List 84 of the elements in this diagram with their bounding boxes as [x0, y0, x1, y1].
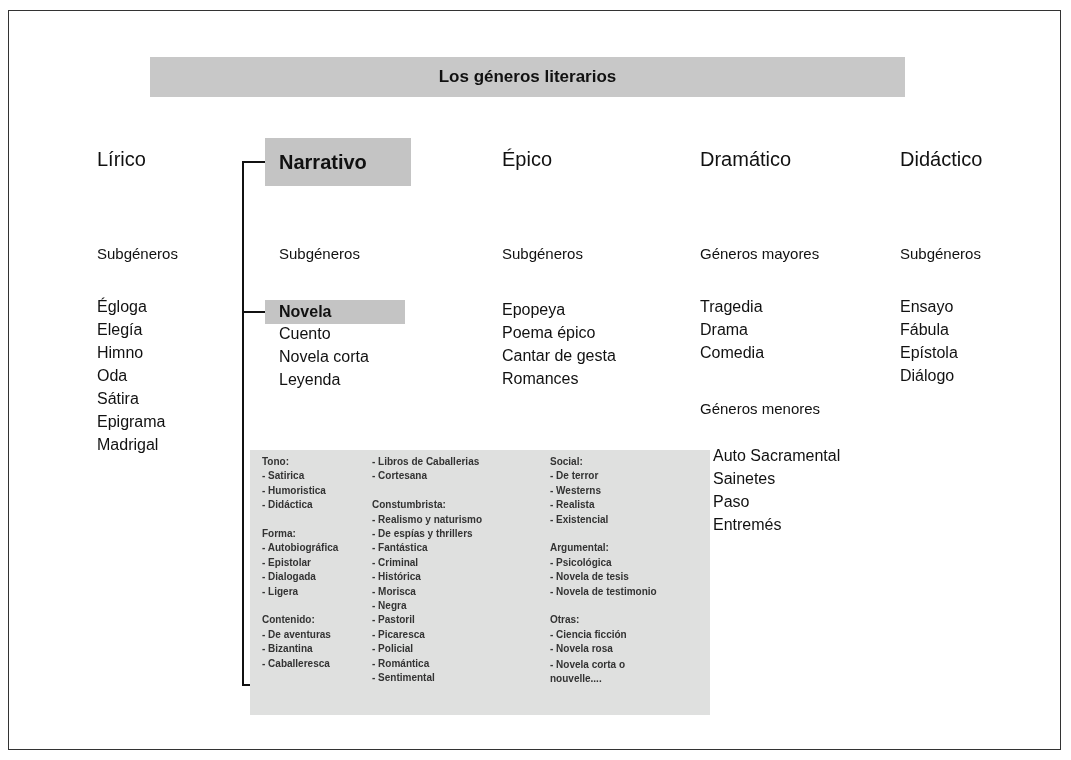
list-item: - Epistolar: [262, 556, 311, 568]
list-heading: Social:: [550, 456, 583, 467]
list-item: - Picaresca: [372, 628, 425, 640]
bracket-line: [242, 161, 266, 313]
list-item: Himno: [97, 344, 144, 362]
list-item: - Psicológica: [550, 556, 612, 568]
list-heading: Forma:: [262, 528, 296, 539]
list-item: - Libros de Caballerias: [372, 456, 480, 467]
list-item: Elegía: [97, 321, 143, 339]
list-item: - Fantástica: [372, 542, 428, 554]
list-item: - Novela de tesis: [550, 571, 629, 583]
list-item: - Novela de testimonio: [550, 585, 657, 597]
section-label: Subgéneros: [279, 245, 360, 262]
list-item: - De aventuras: [262, 628, 331, 640]
list-heading: Constumbrista:: [372, 499, 446, 511]
list-item: Sátira: [97, 390, 139, 408]
section-label: Subgéneros: [502, 245, 583, 262]
list-heading: Argumental:: [550, 542, 609, 554]
list-item: - Morisca: [372, 585, 416, 597]
list-item: - Policial: [372, 643, 414, 655]
list-item: - Didáctica: [262, 499, 313, 511]
list-item: - Ligera: [262, 585, 299, 597]
list-item: - Satirica: [262, 470, 305, 482]
section-label: Subgéneros: [97, 245, 178, 262]
list-item: Drama: [700, 321, 748, 339]
section-label: Subgéneros: [900, 245, 981, 262]
subgenre-highlight-box: [265, 300, 405, 324]
list-item: Romances: [502, 370, 579, 388]
list-item: Entremés: [713, 516, 782, 534]
genre-heading: Épico: [502, 148, 553, 171]
list-item: - Dialogada: [262, 571, 316, 583]
genre-heading: Lírico: [97, 148, 146, 171]
list-item: Comedia: [700, 344, 765, 362]
list-item: Diálogo: [900, 367, 955, 385]
list-item: - Pastoril: [372, 614, 415, 626]
list-item: Madrigal: [97, 436, 159, 454]
list-item: Cuento: [279, 325, 331, 343]
list-item: Sainetes: [713, 470, 776, 488]
list-item: Epigrama: [97, 413, 166, 431]
list-item: Epopeya: [502, 301, 566, 319]
genre-heading: Didáctico: [900, 148, 983, 171]
genre-heading: Dramático: [700, 148, 792, 171]
title-text: Los géneros literarios: [438, 67, 617, 87]
list-item: - Caballeresca: [262, 657, 330, 669]
list-item: Tragedia: [700, 298, 763, 316]
list-item: - Humoristica: [262, 484, 326, 496]
list-item: - Novela corta o nouvelle....: [550, 657, 627, 686]
list-item: - De espías y thrillers: [372, 528, 473, 539]
list-item: - Sentimental: [372, 672, 435, 683]
section-label: Géneros menores: [700, 400, 821, 417]
title-band: [150, 57, 905, 97]
list-item: - Realista: [550, 499, 595, 511]
list-item: Fábula: [900, 321, 949, 339]
genre-highlight-box: [265, 138, 411, 186]
list-item: - Novela rosa: [550, 643, 613, 655]
list-item: Auto Sacramental: [713, 447, 841, 465]
list-item: Ensayo: [900, 298, 954, 316]
list-item: - Realismo y naturismo: [372, 513, 483, 525]
heading-text: Novela: [279, 303, 332, 321]
classification-panel: [250, 450, 710, 715]
list-item: - Histórica: [372, 571, 421, 583]
list-item: - Existencial: [550, 513, 609, 525]
list-item: - Cortesana: [372, 470, 427, 482]
list-item: - Negra: [372, 600, 407, 611]
list-item: Oda: [97, 367, 128, 385]
list-item: Novela corta: [279, 348, 369, 366]
list-heading: Tono:: [262, 456, 290, 467]
list-item: - De terror: [550, 470, 599, 482]
list-item: Paso: [713, 493, 750, 511]
list-heading: Otras:: [550, 614, 580, 626]
list-heading: Contenido:: [262, 614, 315, 626]
list-item: Leyenda: [279, 371, 341, 389]
list-item: Cantar de gesta: [502, 347, 616, 365]
heading-text: Narrativo: [279, 150, 367, 174]
list-item: - Criminal: [372, 556, 419, 568]
list-item: Epístola: [900, 344, 958, 362]
section-label: Géneros mayores: [700, 245, 820, 262]
list-item: - Romántica: [372, 657, 430, 669]
list-item: Poema épico: [502, 324, 596, 342]
list-item: - Ciencia ficción: [550, 628, 627, 640]
list-item: - Westerns: [550, 484, 601, 496]
list-item: - Autobiográfica: [262, 542, 339, 554]
list-item: - Bizantina: [262, 643, 313, 655]
list-item: Égloga: [97, 298, 147, 316]
